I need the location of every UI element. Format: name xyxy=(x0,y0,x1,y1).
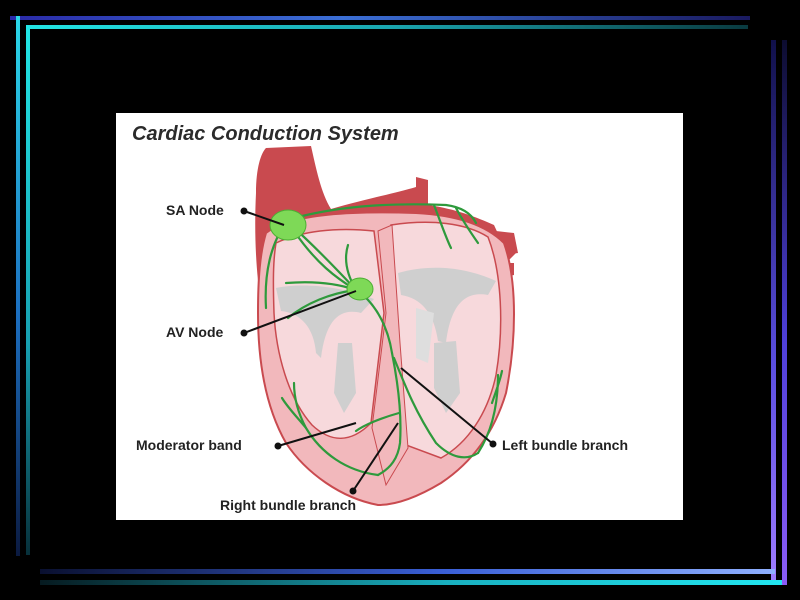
frame-bar-top-outer xyxy=(10,16,750,20)
path-sa-branch-upper xyxy=(454,206,480,245)
path-right-bundle xyxy=(376,351,402,477)
frame-bar-left-outer xyxy=(16,16,20,556)
sa-node-shape xyxy=(269,209,307,241)
valve-tissue-left xyxy=(276,285,374,358)
path-sa-bachmann xyxy=(296,203,478,225)
path-left-bundle xyxy=(392,356,480,459)
path-right-purkinje-2 xyxy=(280,396,308,430)
leader-right-bundle xyxy=(352,422,399,492)
leader-moderator-band xyxy=(277,422,357,447)
interventricular-septum xyxy=(371,224,409,487)
label-sa-node: SA Node xyxy=(166,202,224,218)
frame-bar-bottom-outer xyxy=(40,580,782,585)
label-left-bundle-branch: Left bundle branch xyxy=(502,437,628,453)
diagram-title: Cardiac Conduction System xyxy=(132,123,399,145)
label-right-bundle-branch: Right bundle branch xyxy=(220,497,357,513)
valve-papillary-left xyxy=(334,343,356,413)
leader-lines xyxy=(240,207,497,495)
frame-bar-right-inner xyxy=(771,40,776,580)
path-left-bundle-tip xyxy=(490,369,504,405)
leader-av-node xyxy=(243,290,357,334)
frame-bar-top-inner xyxy=(28,25,748,29)
label-moderator-band: Moderator band xyxy=(136,437,242,453)
valve-papillary-right xyxy=(434,341,460,413)
vessel-stub-right xyxy=(496,231,518,255)
label-av-node: AV Node xyxy=(166,324,224,340)
path-moderator-band xyxy=(354,411,401,433)
frame-bar-left-inner xyxy=(26,25,30,555)
heart-diagram xyxy=(240,146,518,507)
frame-bar-right-outer xyxy=(782,40,787,585)
av-node-shape xyxy=(346,277,374,301)
diagram-panel: Cardiac Conduction System SA Node AV Nod… xyxy=(116,113,683,520)
valve-tissue-right xyxy=(398,267,496,343)
leader-sa-node xyxy=(243,210,285,226)
frame-bar-bottom-inner xyxy=(40,569,775,574)
path-sa-branch-2 xyxy=(432,203,453,250)
valve-leaflet-right xyxy=(416,308,434,363)
leader-left-bundle xyxy=(400,367,494,445)
